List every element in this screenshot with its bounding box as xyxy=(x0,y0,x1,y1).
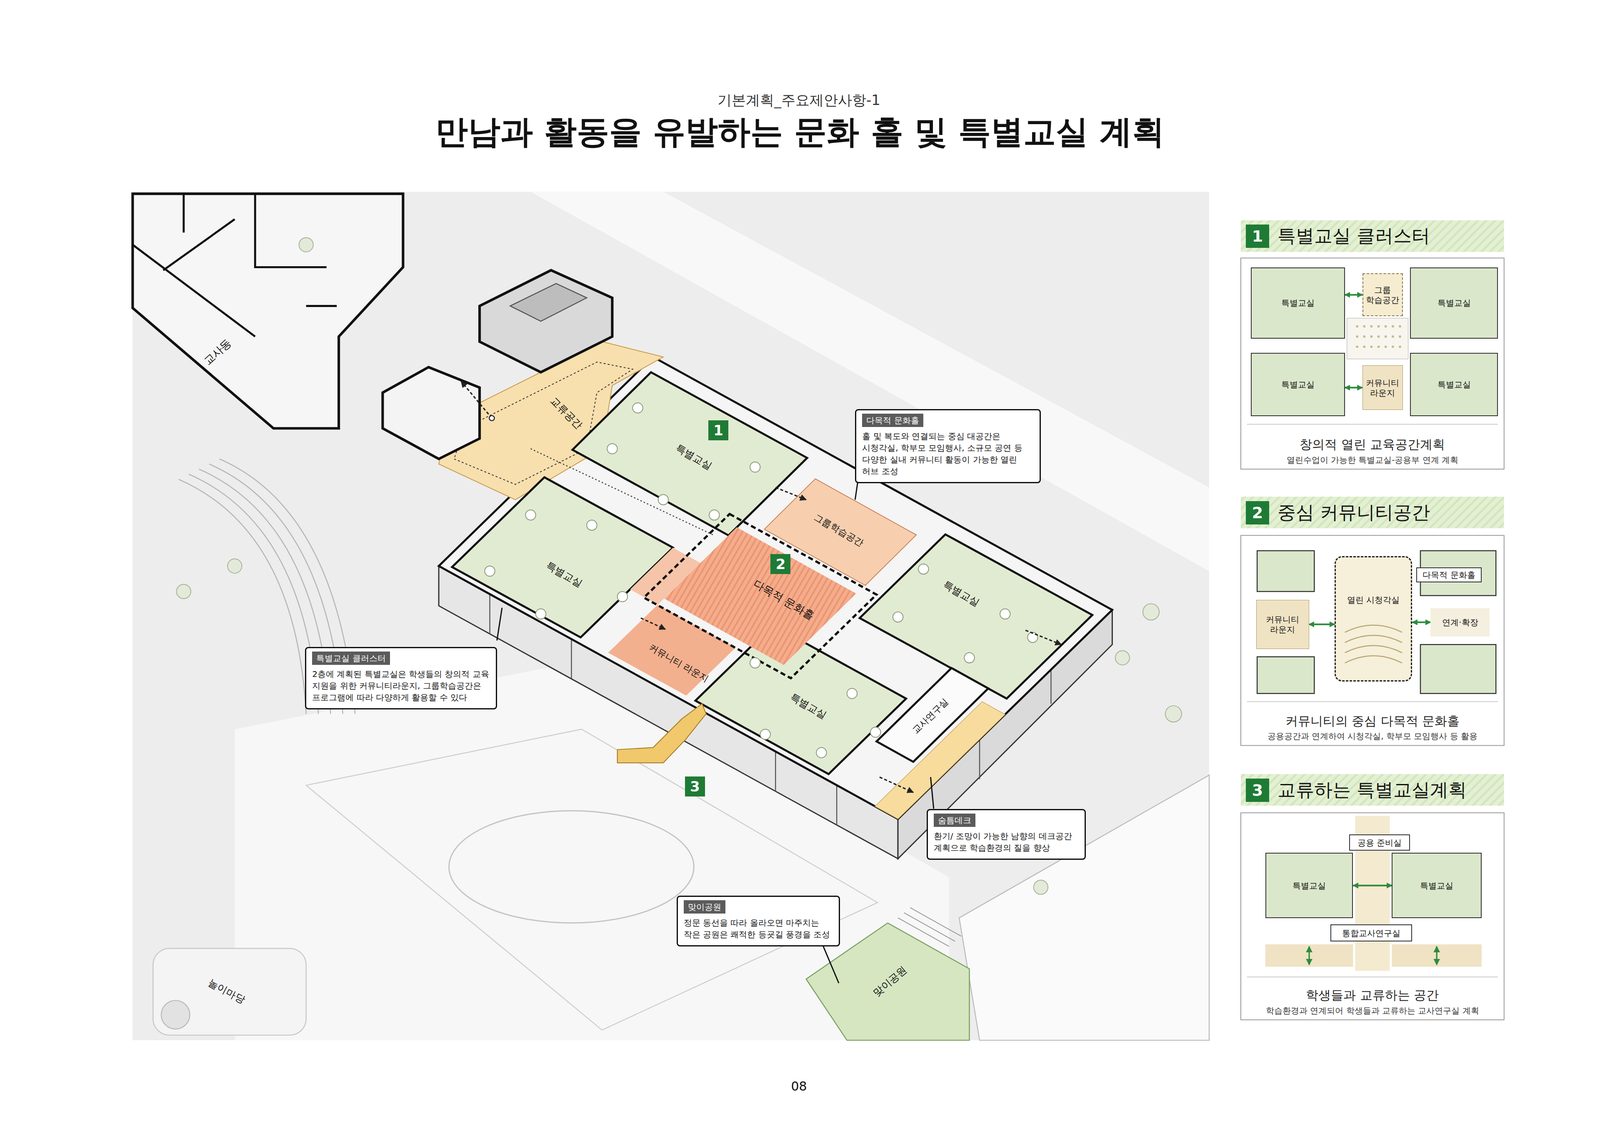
callout-text: 2층에 계획된 특별교실은 학생들의 창의적 교육 지원을 위한 커뮤니티라운지… xyxy=(312,668,490,704)
room-label: 통합교사연구실 xyxy=(1342,928,1401,939)
panel-subcaption: 열린수업이 가능한 특별교실-공용부 연계 계획 xyxy=(1286,455,1459,466)
plan-label: 그룹학습공간 xyxy=(812,512,866,550)
callout-heading: 숨틈데크 xyxy=(933,813,976,828)
callout-box: 숨틈데크환기/ 조망이 가능한 남향의 데크공간 계획으로 학습환경의 질을 향… xyxy=(926,809,1086,860)
room-label: 특별교실 xyxy=(1437,379,1471,390)
room-box: 커뮤니티 라운지 xyxy=(1362,365,1403,411)
plan-label: 교사동 xyxy=(200,336,234,368)
panel-number: 2 xyxy=(1245,501,1270,525)
panel-caption: 창의적 열린 교육공간계획 xyxy=(1299,436,1445,453)
plan-label: 교사연구실 xyxy=(910,696,951,736)
plan-label: 특별교실 xyxy=(673,442,715,473)
room-label: 특별교실 xyxy=(1281,297,1315,308)
panel-heading: 교류하는 특별교실계획 xyxy=(1277,777,1467,803)
plan-label: 커뮤니티 라운지 xyxy=(646,641,711,685)
panel-subcaption: 공용공간과 연계하여 시청각실, 학부모 모임행사 등 활용 xyxy=(1267,731,1478,742)
panel-number: 1 xyxy=(1245,224,1270,248)
room-label: 연계·확장 xyxy=(1442,617,1478,628)
room-label: 특별교실 xyxy=(1281,379,1315,390)
callout-number: 2 xyxy=(770,554,791,575)
page-title: 만남과 활동을 유발하는 문화 홀 및 특별교실 계획 xyxy=(0,112,1600,152)
room-label: 공용 준비실 xyxy=(1357,837,1402,848)
room-box: 특별교실 xyxy=(1250,267,1345,339)
panel-heading: 특별교실 클러스터 xyxy=(1277,223,1430,249)
panel-subcaption: 학습환경과 연계되어 학생들과 교류하는 교사연구실 계획 xyxy=(1265,1005,1480,1017)
callout-box: 특별교실 클러스터 2층에 계획된 특별교실은 학생들의 창의적 교육 지원을 위… xyxy=(305,647,497,710)
hall-box: 열린 시청각실 xyxy=(1334,556,1413,682)
plan-label: 특별교실 xyxy=(787,690,829,722)
room-box: 특별교실 xyxy=(1410,352,1498,417)
plan-label: 맞이공원 xyxy=(870,964,909,1000)
plan-label: 놀이마당 xyxy=(206,977,248,1007)
callout-heading: 맞이공원 xyxy=(683,900,726,914)
connector-arrow xyxy=(1309,623,1335,626)
tag-box: 공용 준비실 xyxy=(1349,834,1411,851)
panel-box: 커뮤니티의 중심 다목적 문화홀공용공간과 연계하여 시청각실, 학부모 모임행… xyxy=(1240,535,1505,746)
room-box: 그룹 학습공간 xyxy=(1362,273,1403,317)
panel-number: 3 xyxy=(1245,778,1270,803)
panel-heading: 중심 커뮤니티공간 xyxy=(1277,500,1430,525)
room-label: 열린 시청각실 xyxy=(1347,595,1400,605)
panel-caption: 커뮤니티의 중심 다목적 문화홀 xyxy=(1285,713,1460,730)
tag-box: 통합교사연구실 xyxy=(1330,924,1413,943)
callout-box: 맞이공원정문 동선을 따라 올라오면 마주치는 작은 공원은 쾌적한 등굣길 풍… xyxy=(676,895,840,947)
callout-number: 3 xyxy=(685,776,705,797)
callout-heading: 다목적 문화홀 xyxy=(862,413,923,428)
plan-label: 다목적 문화홀 xyxy=(750,577,817,623)
panel-header: 3 교류하는 특별교실계획 xyxy=(1240,774,1505,807)
room-label: 커뮤니티 라운지 xyxy=(1258,614,1307,635)
callout-heading: 특별교실 클러스터 xyxy=(312,651,390,665)
room-box: 특별교실 xyxy=(1391,852,1482,919)
panel-box: 학생들과 교류하는 공간학습환경과 연계되어 학생들과 교류하는 교사연구실 계… xyxy=(1240,813,1505,1021)
callout-box: 다목적 문화홀홀 및 복도와 연결되는 중심 대공간은 시청각실, 학부모 모임… xyxy=(855,409,1041,484)
room-label: 특별교실 xyxy=(1420,880,1454,891)
plan-label: 08 xyxy=(790,1079,807,1095)
panel-box: 창의적 열린 교육공간계획열린수업이 가능한 특별교실-공용부 연계 계획 특별교… xyxy=(1240,258,1505,470)
connector-arrow xyxy=(1352,885,1392,887)
callout-text: 환기/ 조망이 가능한 남향의 데크공간 계획으로 학습환경의 질을 향상 xyxy=(933,830,1079,854)
page-subtitle: 기본계획_주요제안사항-1 xyxy=(717,91,881,109)
room-label: 다목적 문화홀 xyxy=(1422,570,1475,580)
room-box: 커뮤니티 라운지 xyxy=(1256,600,1309,650)
connector-arrow xyxy=(1345,387,1363,389)
plan-label: 특별교실 xyxy=(940,578,982,610)
room-box: 연계·확장 xyxy=(1430,608,1490,638)
callout-number: 1 xyxy=(708,420,729,441)
connector-arrow xyxy=(1345,294,1363,296)
room-label: 특별교실 xyxy=(1437,297,1471,308)
room-label: 커뮤니티 라운지 xyxy=(1364,377,1401,398)
panel-header: 2 중심 커뮤니티공간 xyxy=(1240,497,1505,529)
room-box: 특별교실 xyxy=(1250,352,1345,417)
panel-caption: 학생들과 교류하는 공간 xyxy=(1305,987,1439,1004)
callout-text: 정문 동선을 따라 올라오면 마주치는 작은 공원은 쾌적한 등굣길 풍경을 조… xyxy=(683,917,833,941)
room-box: 특별교실 xyxy=(1265,852,1354,919)
room-label: 특별교실 xyxy=(1292,880,1326,891)
plan-label: 교류공간 xyxy=(547,395,585,432)
room-box: 특별교실 xyxy=(1410,267,1498,339)
connector-arrow xyxy=(1412,621,1431,624)
callout-text: 홀 및 복도와 연결되는 중심 대공간은 시청각실, 학부모 모임행사, 소규모… xyxy=(862,430,1034,478)
plan-label: 특별교실 xyxy=(544,559,585,590)
room-label: 그룹 학습공간 xyxy=(1365,285,1401,305)
tag-box: 다목적 문화홀 xyxy=(1416,567,1482,583)
panel-header: 1 특별교실 클러스터 xyxy=(1240,220,1505,253)
